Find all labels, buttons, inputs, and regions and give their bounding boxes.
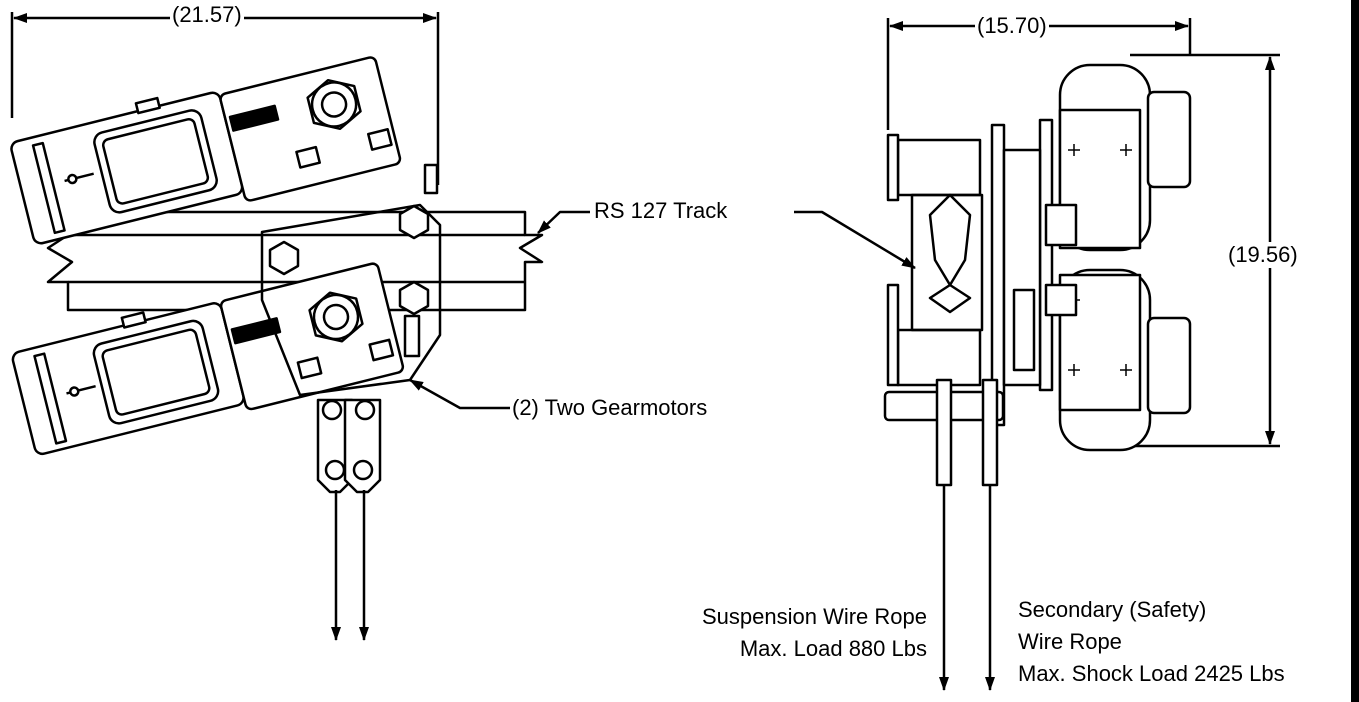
upper-gearmotor <box>10 56 402 245</box>
leader-track-right <box>794 210 916 270</box>
dim-label-15-70: (15.70) <box>975 13 1049 39</box>
safety-label-line3: Max. Shock Load 2425 Lbs <box>1018 661 1285 686</box>
safety-label-line1: Secondary (Safety) <box>1018 597 1207 622</box>
hex-bolt <box>398 204 430 240</box>
suspension-rope-label: Suspension Wire Rope Max. Load 880 Lbs <box>702 604 927 662</box>
frame-border <box>1351 0 1359 702</box>
side-plate <box>260 203 442 397</box>
left-view <box>10 12 590 641</box>
safety-plate <box>981 378 999 487</box>
leader-gearmotors <box>409 378 510 410</box>
trolley-wheel <box>928 193 972 287</box>
suspension-label-line2: Max. Load 880 Lbs <box>739 636 927 661</box>
suspension-label-line1: Suspension Wire Rope <box>701 604 927 629</box>
dim-label-21-57: (21.57) <box>170 2 244 28</box>
gearmotors-callout: (2) Two Gearmotors <box>512 395 708 420</box>
right-view <box>794 18 1280 691</box>
dim-label-19-56: (19.56) <box>1226 242 1300 268</box>
track-callout: RS 127 Track <box>594 198 728 223</box>
lower-gearmotor <box>11 262 405 456</box>
suspension-plate <box>935 378 953 487</box>
hex-bolt <box>398 280 430 316</box>
hex-bolt <box>268 240 300 276</box>
safety-label-line2: Wire Rope <box>1018 629 1122 654</box>
leader-track <box>537 210 590 234</box>
safety-rope-label: Secondary (Safety) Wire Rope Max. Shock … <box>1018 597 1285 687</box>
